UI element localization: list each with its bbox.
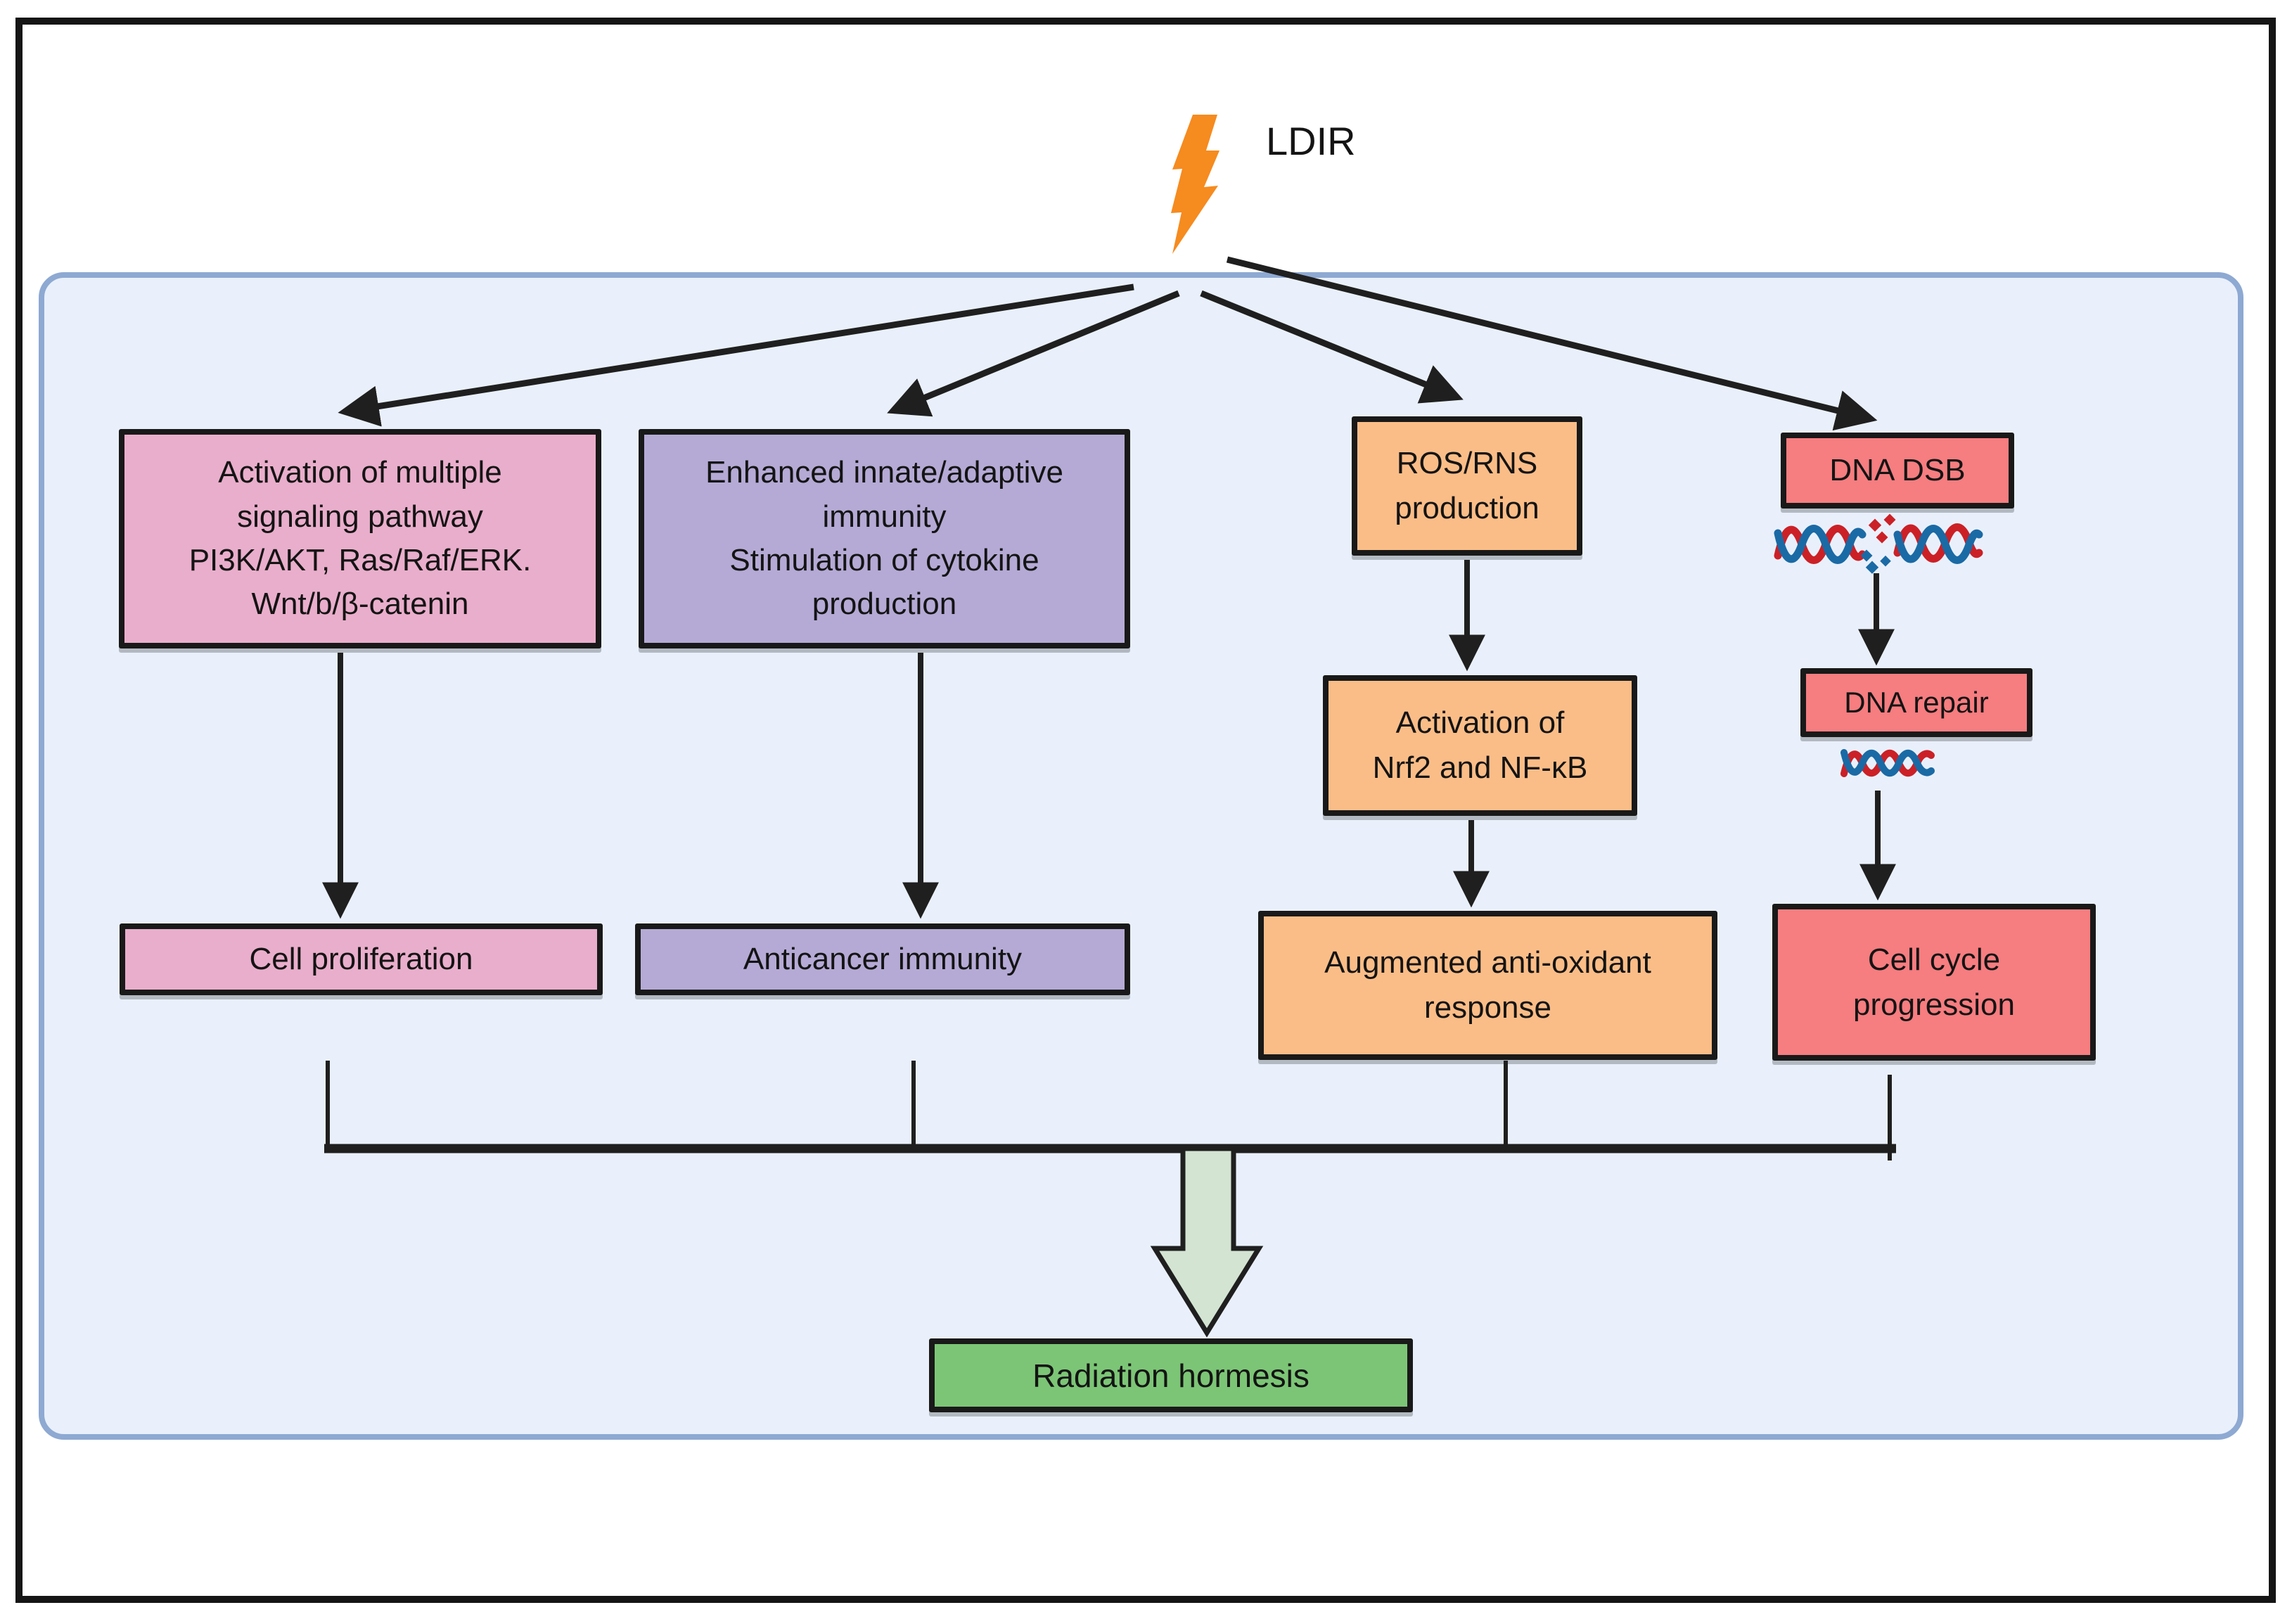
dna-helix-icon (1840, 749, 1935, 777)
broken-dna-helix-icon (1774, 513, 1983, 574)
arrow-ldir-to-ros (1200, 290, 1464, 404)
box-dna-dsb: DNA DSB (1781, 433, 2014, 509)
figure-border (15, 18, 2276, 1603)
box-ros-rns-production: ROS/RNS production (1352, 416, 1582, 556)
box-augmented-antioxidant-response: Augmented anti-oxidant response (1258, 911, 1717, 1060)
merge-down-block-arrow (1150, 1146, 1264, 1338)
box-cell-cycle-progression: Cell cycle progression (1772, 904, 2096, 1061)
box-nrf2-nfkb-activation: Activation of Nrf2 and NF-κB (1323, 675, 1637, 816)
arrow-ldir-to-dna-dsb (1226, 256, 1878, 431)
box-cell-proliferation: Cell proliferation (120, 923, 603, 995)
bracket-vertical-connectors (326, 1061, 1892, 1161)
box-anticancer-immunity: Anticancer immunity (635, 923, 1130, 995)
box-dna-repair: DNA repair (1800, 668, 2032, 737)
box-radiation-hormesis: Radiation hormesis (929, 1338, 1413, 1412)
arrow-ldir-to-immunity (887, 290, 1180, 417)
lightning-bolt-icon (1171, 115, 1219, 254)
arrow-ldir-to-signaling (338, 283, 1134, 427)
box-signaling-pathways: Activation of multiple signaling pathway… (119, 429, 601, 648)
ldir-label: LDIR (1266, 119, 1356, 163)
box-enhanced-immunity: Enhanced innate/adaptive immunity Stimul… (639, 429, 1130, 648)
